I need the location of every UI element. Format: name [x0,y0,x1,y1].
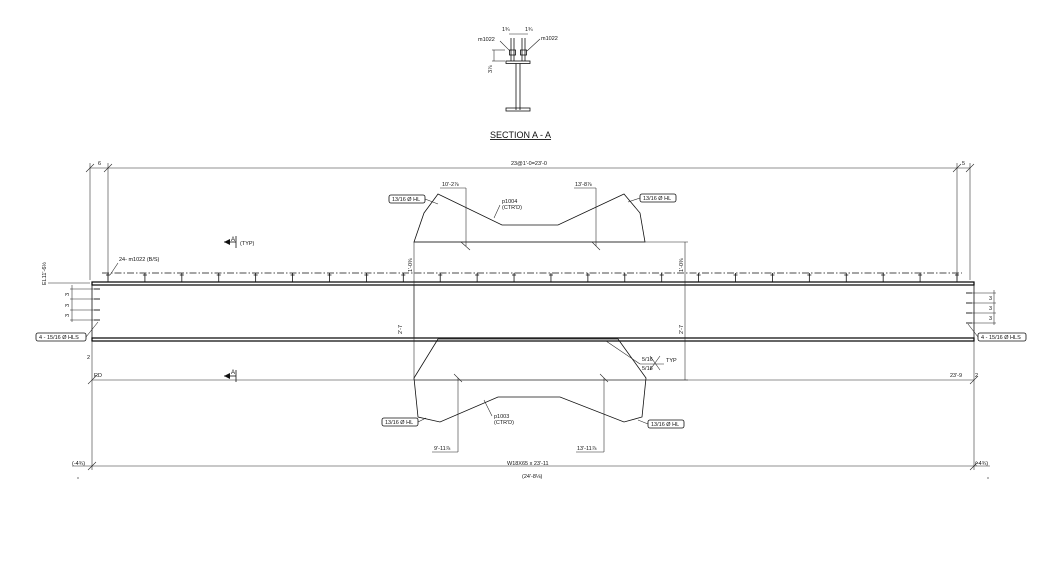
section-cut-marker-top [224,236,237,248]
top-plate-p1004 [413,193,646,243]
top-dim-right-edge: 5 [962,161,965,167]
section-title: SECTION A - A [490,130,551,140]
stud-row [106,273,959,282]
beam-elevation [91,272,975,342]
right-hole-pitch-3: 3 [989,316,992,322]
top-left-hole: 13/16 Ø HL [392,197,420,203]
right-holes-label: 4 - 15/16 Ø HLS [981,335,1021,341]
right-camber: (-4¾) [975,461,988,467]
bottom-plate-note: (CTR'D) [494,420,514,426]
left-hole-pitch-2: 3 [65,304,71,307]
section-stud-height: 3⅞ [488,65,494,73]
weld-size-a: 5/16 [642,357,653,363]
section-left-stud: m1022 [478,37,495,43]
plate-height-right: 2'-7 [679,325,685,334]
section-studs [492,33,541,62]
section-right-spacing: 1¾ [525,27,533,33]
top-dimension-string [85,163,975,280]
weld-symbol [605,340,664,371]
right-hole-pitch-1: 3 [989,296,992,302]
beam-elevation-label: EL11'-6½ [41,262,48,285]
right-reference: 23'-9 [950,373,962,379]
bottom-left-hole: 13/16 Ø HL [385,420,413,426]
bottom-right-dim: 13'-11⅞ [577,446,597,452]
weld-note: TYP [666,358,677,364]
left-holes-label: 4 - 15/16 Ø HLS [39,335,79,341]
section-left-spacing: 1¾ [502,27,510,33]
left-hole-pitch-3: 3 [65,314,71,317]
top-dim-overall: 23@1'-0=23'-0 [511,161,547,167]
section-cut-label-top: A [231,237,235,243]
left-reference: RD [94,373,102,379]
right-hole-group [966,290,996,325]
top-left-dim: 10'-2⅞ [442,182,459,188]
right-hole-pitch-2: 3 [989,306,992,312]
stud-callout: 24- m1022 (B/S) [119,257,160,263]
plate-offset-left: 1'-0⅜ [408,258,414,272]
top-right-dim: 13'-8⅞ [575,182,592,188]
plate-offset-right: 1'-0⅜ [679,258,685,272]
right-gap: 2 [975,373,978,379]
top-dim-left-edge: 6 [98,161,101,167]
bottom-dimension-string [72,341,990,471]
section-cut-label-bottom: A [231,370,235,376]
top-right-hole: 13/16 Ø HL [643,196,671,202]
top-plate-note: (CTR'D) [502,205,522,211]
beam-overall-length: (24'-8⅛) [522,474,542,480]
left-hole-pitch-1: 3 [65,293,71,296]
left-gap: 2 [87,355,90,361]
corner-dot-left [77,477,79,479]
weld-size-b: 5/16 [642,366,653,372]
section-cut-note: (TYP) [240,241,255,247]
section-beam-profile [505,60,531,112]
section-right-stud: m1022 [541,36,558,42]
beam-designation: W18X65 x 23'-11 [507,461,549,467]
bottom-left-dim: 9'-11⅞ [434,446,451,452]
section-a-a: 1¾ 1¾ m1022 m1022 3⅞ SECTION A - A [478,27,558,140]
bottom-right-hole: 13/16 Ø HL [651,422,679,428]
top-plate-mark: p1004 [502,199,517,205]
bottom-plate-mark: p1003 [494,414,509,420]
corner-dot-right [987,477,989,479]
left-camber: (-4¾) [72,461,85,467]
plate-height-left: 2'-7 [398,325,404,334]
left-hole-group [70,285,100,322]
bottom-plate-p1003 [413,338,647,423]
